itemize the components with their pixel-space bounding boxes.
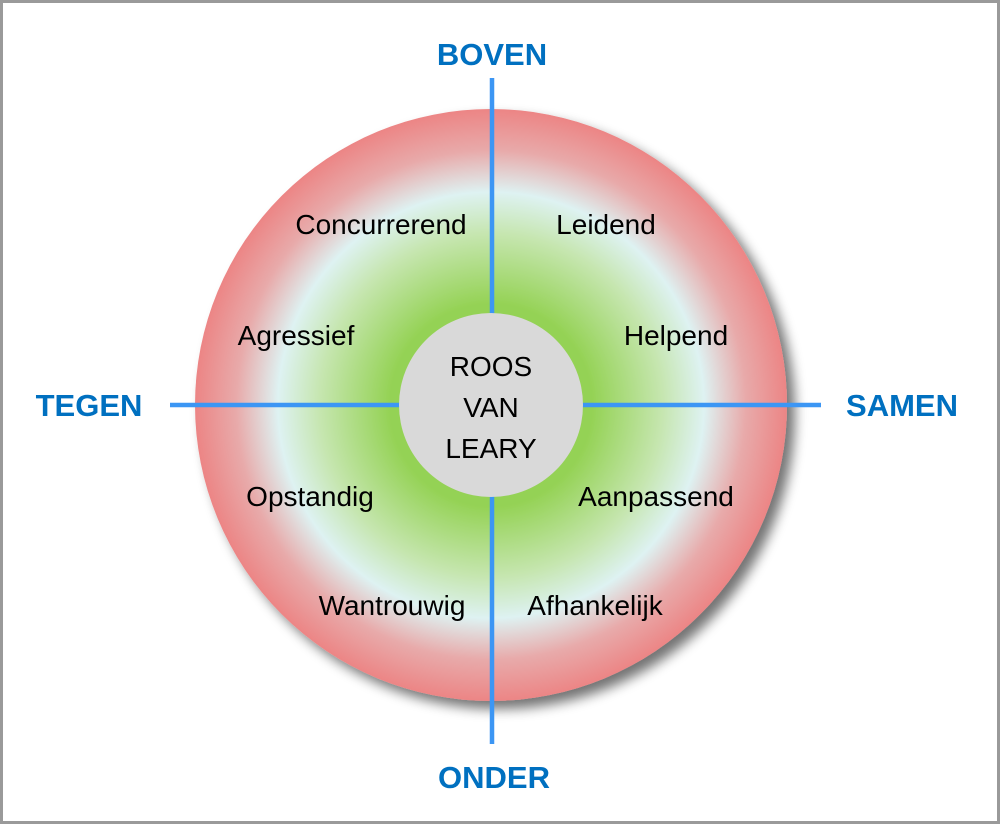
center-title-line-1: ROOS (450, 351, 532, 382)
axis-label-top: BOVEN (437, 37, 547, 72)
axis-label-bottom: ONDER (438, 760, 550, 795)
axis-label-left: TEGEN (36, 388, 143, 423)
trait-afhankelijk: Afhankelijk (527, 590, 663, 621)
trait-wantrouwig: Wantrouwig (319, 590, 466, 621)
trait-helpend: Helpend (624, 320, 728, 351)
trait-agressief: Agressief (238, 320, 355, 351)
trait-aanpassend: Aanpassend (578, 481, 734, 512)
axis-label-right: SAMEN (846, 388, 958, 423)
trait-concurrerend: Concurrerend (295, 209, 466, 240)
trait-leidend: Leidend (556, 209, 656, 240)
center-title-line-3: LEARY (445, 433, 537, 464)
center-circle (399, 313, 583, 497)
trait-opstandig: Opstandig (246, 481, 374, 512)
center-title-line-2: VAN (463, 392, 519, 423)
